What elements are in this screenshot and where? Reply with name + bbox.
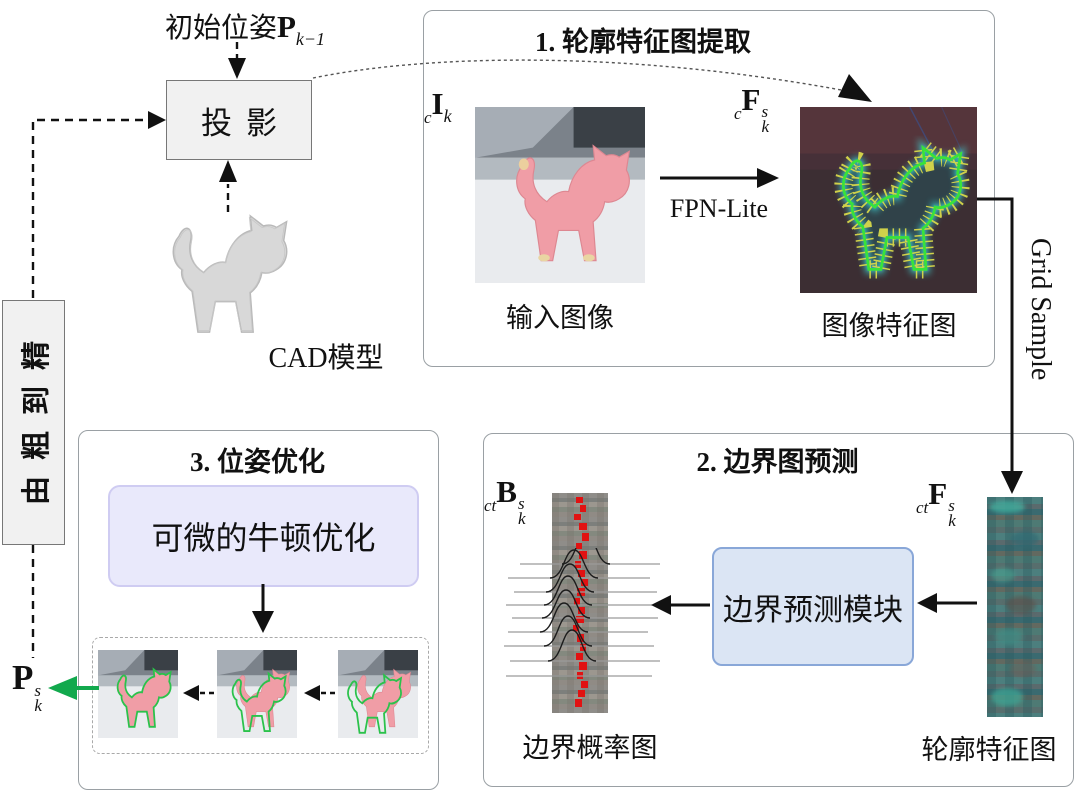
input-image-caption: 输入图像 xyxy=(506,303,614,333)
feat-pre-subscript: c xyxy=(734,104,742,123)
cad-model-image xyxy=(172,215,288,333)
feat-main-symbol: F xyxy=(741,82,761,117)
image-feature-map xyxy=(800,107,977,293)
output-pose-symbol: P xyxy=(12,658,34,697)
cad-model-label: CAD模型 xyxy=(268,343,384,374)
boundary-prediction-module: 边界预测模块 xyxy=(712,547,914,666)
newton-optimization-box: 可微的牛顿优化 xyxy=(108,485,419,587)
feedback-arrowhead xyxy=(148,111,166,129)
bmap-sup: s xyxy=(517,494,525,513)
boundary-prediction-module-label: 边界预测模块 xyxy=(723,593,903,627)
cfeat-sub: k xyxy=(948,511,956,530)
stage1-title: 1. 轮廓特征图提取 xyxy=(535,27,751,57)
initial-pose-symbol: P xyxy=(276,9,296,44)
input-main-symbol: I xyxy=(431,86,444,121)
gaussian-curves-overlay xyxy=(504,548,660,677)
feat-sub: k xyxy=(761,117,770,136)
fpn-lite-label: FPN-Lite xyxy=(669,194,769,223)
coarse-to-fine-bar: 由粗到精 xyxy=(2,300,65,545)
bmap-sub: k xyxy=(517,509,526,528)
contour-strip-texture xyxy=(989,501,1039,706)
input-pre-subscript: c xyxy=(424,108,432,127)
cfeat-pre-subscript: ct xyxy=(916,498,929,517)
projection-box: 投影 xyxy=(166,80,312,160)
grid-sample-label: Grid Sample xyxy=(1025,238,1056,381)
coarse-to-fine-label: 由粗到精 xyxy=(20,324,53,505)
projection-label: 投影 xyxy=(201,105,291,141)
contour-feature-strip xyxy=(987,497,1043,717)
output-pose-sub: k xyxy=(34,696,42,715)
output-pose-sup: s xyxy=(34,681,42,700)
refinement-image-1 xyxy=(98,650,178,738)
initial-pose-subscript: k−1 xyxy=(295,29,326,49)
input-subscript: k xyxy=(443,106,452,126)
cfeat-main-symbol: F xyxy=(928,476,948,511)
boundary-map-caption: 边界概率图 xyxy=(522,733,658,763)
bmap-pre-subscript: ct xyxy=(484,496,497,515)
feat-sup: s xyxy=(761,102,769,121)
input-image-symbol: cIk xyxy=(424,86,452,128)
contour-feature-caption: 轮廓特征图 xyxy=(921,735,1057,765)
bmap-main-symbol: B xyxy=(496,474,517,509)
refinement-image-3 xyxy=(338,650,418,738)
newton-optimization-label: 可微的牛顿优化 xyxy=(151,520,376,556)
stage3-title: 3. 位姿优化 xyxy=(190,447,325,477)
stage2-title: 2. 边界图预测 xyxy=(696,447,859,477)
cfeat-sup: s xyxy=(948,496,955,515)
refinement-image-2 xyxy=(217,650,297,738)
initial-pose-label: 初始位姿Pk−1 xyxy=(142,6,348,50)
input-image xyxy=(475,107,645,283)
initial-pose-text: 初始位姿 xyxy=(164,13,277,44)
image-feature-caption: 图像特征图 xyxy=(821,311,957,341)
